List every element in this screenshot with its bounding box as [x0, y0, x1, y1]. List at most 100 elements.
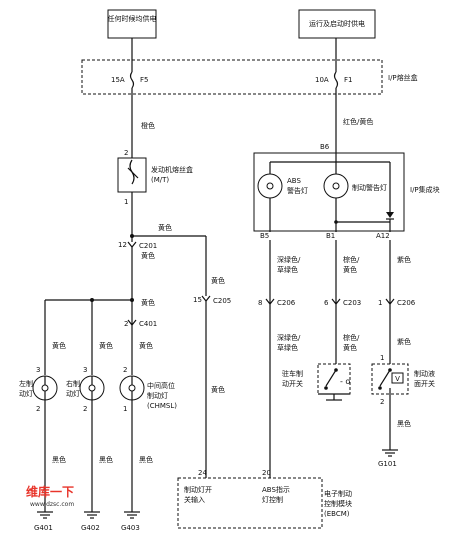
right-lamp-label-2: 动灯	[66, 389, 80, 398]
c205-pin: 15	[193, 296, 202, 304]
brake-fluid-switch: 1 V 制动液 面开关 2	[371, 354, 435, 406]
ebcm-module-label-2: 控制模块	[324, 499, 352, 508]
wire-dg-1a: 深绿色/	[277, 255, 301, 264]
fluid-switch-label-1: 制动液	[414, 369, 435, 378]
parking-switch-symbol: - o	[340, 377, 350, 386]
c401-pin: 2	[124, 320, 128, 328]
chmsl-lamp: 2 中间高位 制动灯 (CHMSL) 1	[119, 366, 177, 413]
pin-b1: B1	[326, 232, 335, 240]
wire-color-yellow-left: 黄色	[52, 341, 66, 350]
ebcm-module-label-3: (EBCM)	[324, 510, 350, 518]
wire-color-yellow-center: 黄色	[139, 341, 153, 350]
pin-b6: B6	[320, 143, 330, 151]
ebcm-pin-24: 24	[198, 469, 207, 477]
ground-g401: G401	[34, 511, 53, 532]
chmsl-label-3: (CHMSL)	[147, 402, 177, 410]
brake-lamp-label: 制动警告灯	[352, 183, 387, 192]
engine-fuse-box: 2 发动机熔丝盒 (M/T) 1	[117, 149, 193, 206]
power-source-right-label: 运行及启动时供电	[309, 19, 365, 28]
wire-color-black-right: 黑色	[99, 455, 113, 464]
watermark-brand: 维库一下	[26, 484, 74, 499]
pin-b5: B5	[260, 232, 269, 240]
parking-brake-switch: - o 驻车制 动开关	[282, 363, 351, 401]
wire-by-1a: 棕色/	[343, 255, 360, 264]
right-brake-lamp: 3 右制 动灯 2	[66, 366, 105, 413]
fuse-f1-symbol	[333, 71, 339, 89]
ebcm-abs-label-2: 灯控制	[262, 495, 283, 504]
wire-by-2b: 黄色	[343, 343, 357, 352]
ebcm-module: 24 20 制动灯开 关输入 ABS指示 灯控制 电子制动 控制模块 (EBCM…	[177, 469, 352, 529]
ebcm-pin-20: 20	[262, 469, 271, 477]
diode-icon	[386, 212, 394, 218]
wire-dg-1b: 深绿色/	[277, 333, 301, 342]
ip-cluster-label: I/P集成块	[410, 185, 440, 194]
engine-fuse-label-1: 发动机熔丝盒	[151, 165, 193, 174]
left-brake-lamp: 3 左制 动灯 2	[19, 366, 58, 413]
c203-pin: 6	[324, 299, 329, 307]
power-source-left-label: 任何时候均供电	[108, 14, 157, 23]
fuse-f1-amp: 10A	[315, 76, 329, 84]
fluid-switch-pin-1: 1	[380, 354, 384, 362]
c206b-label: C206	[397, 299, 416, 307]
ground-g101: G101	[378, 449, 398, 468]
wire-by-1b: 棕色/	[343, 333, 360, 342]
wire-color-yellow-c205: 黄色	[211, 276, 225, 285]
ebcm-input-label-2: 关输入	[184, 495, 205, 504]
fuse-f5-id: F5	[140, 76, 148, 84]
abs-lamp-label-1: ABS	[287, 177, 301, 185]
wire-color-orange: 橙色	[141, 121, 155, 130]
fluid-switch-symbol: V	[395, 375, 400, 383]
wire-purple-a: 紫色	[397, 255, 411, 264]
fuse-f5-symbol	[129, 71, 135, 89]
right-lamp-pin-2: 2	[83, 405, 87, 413]
engine-fuse-pin-top: 2	[124, 149, 128, 157]
connector-c201: 12 C201	[118, 241, 157, 250]
ground-g402-label: G402	[81, 524, 100, 532]
ground-g401-label: G401	[34, 524, 53, 532]
wire-color-yellow-right: 黄色	[99, 341, 113, 350]
fluid-switch-label-2: 面开关	[414, 379, 435, 388]
wire-color-yellow-ebcm: 黄色	[211, 385, 225, 394]
fuse-f1-id: F1	[344, 76, 352, 84]
wire-dg-2b: 草绿色	[277, 343, 298, 352]
ip-fuse-box-label: I/P熔丝盒	[388, 73, 418, 82]
ground-g402: G402	[81, 511, 100, 532]
wire-color-red-yellow: 红色/黄色	[343, 117, 373, 126]
wire-black-fluid: 黑色	[397, 419, 411, 428]
ip-fuse-box: I/P熔丝盒 15A F5 10A F1	[81, 59, 418, 95]
c205-label: C205	[213, 297, 231, 305]
abs-lamp-label-2: 警告灯	[287, 186, 308, 195]
connector-c205: 15 C205	[193, 295, 231, 305]
c206b-pin: 1	[378, 299, 382, 307]
power-source-right: 运行及启动时供电	[298, 9, 376, 39]
right-lamp-pin-3: 3	[83, 366, 87, 374]
ebcm-input-label-1: 制动灯开	[184, 485, 212, 494]
chmsl-label-2: 制动灯	[147, 391, 168, 400]
right-lamp-label-1: 右制	[66, 379, 80, 388]
chmsl-pin-1: 1	[123, 405, 127, 413]
wire-color-yellow-top: 黄色	[158, 223, 172, 232]
wire-color-black-center: 黑色	[139, 455, 153, 464]
chmsl-label-1: 中间高位	[147, 381, 175, 390]
wire-purple-b: 紫色	[397, 337, 411, 346]
c206a-pin: 8	[258, 299, 262, 307]
ebcm-module-label-1: 电子制动	[324, 489, 352, 498]
left-lamp-label-2: 动灯	[19, 389, 33, 398]
ground-g101-label: G101	[378, 460, 397, 468]
c206a-label: C206	[277, 299, 296, 307]
fluid-switch-pin-2: 2	[380, 398, 384, 406]
ground-g403: G403	[121, 511, 140, 532]
c201-label: C201	[139, 242, 157, 250]
c203-label: C203	[343, 299, 361, 307]
wire-by-2a: 黄色	[343, 265, 357, 274]
watermark-url: www.dzsc.com	[30, 501, 74, 508]
ground-g403-label: G403	[121, 524, 140, 532]
parking-switch-label-1: 驻车制	[282, 369, 303, 378]
connector-c206-a: 8 C206	[258, 298, 296, 307]
wire-color-yellow-b: 黄色	[141, 298, 155, 307]
connector-c401: 2 C401	[124, 319, 157, 328]
chmsl-pin-2: 2	[123, 366, 127, 374]
ebcm-abs-label-1: ABS指示	[262, 485, 290, 494]
connector-c203: 6 C203	[324, 298, 361, 307]
